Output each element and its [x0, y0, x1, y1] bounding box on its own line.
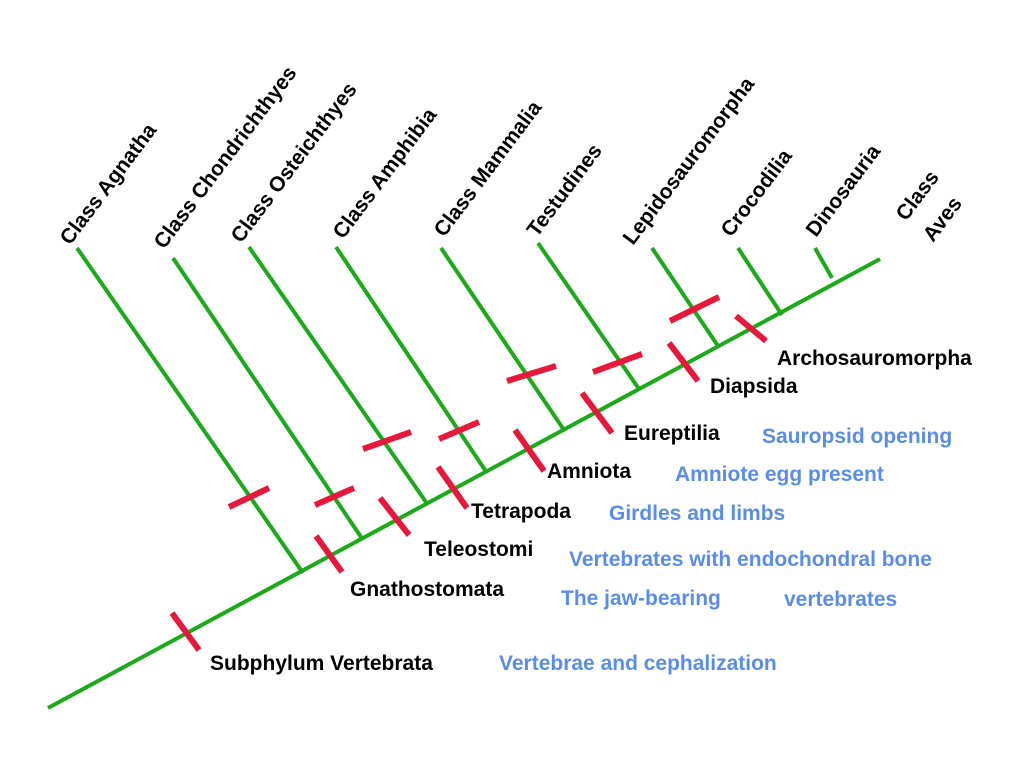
branch-lepidosauromorpha: [650, 246, 720, 348]
trait-label-vertebrata: Vertebrae and cephalization: [499, 652, 777, 675]
tick-osteichthyes-branch: [361, 429, 413, 452]
trait-labels: Vertebrae and cephalization The jaw-bear…: [499, 425, 952, 675]
branch-agnatha: [75, 246, 305, 575]
trait-label-tetrapoda: Girdles and limbs: [609, 502, 785, 525]
trait-label-gnathostomata-part2: vertebrates: [784, 588, 897, 611]
node-label-archosauromorpha: Archosauromorpha: [777, 347, 972, 370]
branch-chondrichthyes: [171, 256, 365, 542]
tick-lepidosauromorpha-branch: [668, 294, 721, 324]
tick-amniota: [512, 428, 547, 473]
branch-amphibia: [334, 245, 489, 475]
trait-label-amniota: Amniote egg present: [675, 463, 884, 486]
branch-dinosauria: [813, 247, 834, 279]
trait-label-gnathostomata-part1: The jaw-bearing: [561, 587, 721, 610]
node-labels: Subphylum Vertebrata Gnathostomata Teleo…: [210, 347, 972, 675]
tick-mammalia-branch: [506, 363, 557, 384]
taxon-label-agnatha: Class Agnatha: [56, 119, 162, 249]
branch-mammalia: [439, 246, 566, 432]
tick-amphibia-branch: [437, 419, 481, 442]
node-label-diapsida: Diapsida: [710, 375, 798, 398]
taxon-labels: Class Agnatha Class Chondrichthyes Class…: [56, 62, 967, 253]
node-label-vertebrata: Subphylum Vertebrata: [210, 652, 433, 675]
taxon-label-chondrichthyes: Class Chondrichthyes: [150, 62, 302, 253]
taxon-label-dinosauria: Dinosauria: [802, 140, 886, 241]
tick-tetrapoda: [435, 465, 470, 510]
taxon-label-crocodilia: Crocodilia: [717, 145, 797, 241]
tick-testudines-branch: [591, 351, 644, 375]
node-label-tetrapoda: Tetrapoda: [471, 500, 571, 523]
tick-vertebrata: [169, 611, 202, 652]
trait-ticks: [169, 294, 768, 652]
node-label-amniota: Amniota: [547, 460, 631, 483]
branch-testudines: [536, 241, 641, 391]
trait-label-teleostomi: Vertebrates with endochondral bone: [569, 548, 932, 571]
tick-diapsida: [666, 341, 701, 383]
tick-eureptilia: [579, 391, 615, 435]
branch-osteichthyes: [247, 245, 430, 507]
branch-crocodilia: [736, 246, 784, 317]
node-label-teleostomi: Teleostomi: [424, 538, 533, 561]
tick-archosauromorpha: [734, 313, 768, 344]
tick-agnatha-branch: [227, 485, 271, 510]
tick-gnathostomata: [313, 534, 345, 574]
taxon-label-testudines: Testudines: [523, 140, 607, 241]
node-label-eureptilia: Eureptilia: [624, 422, 720, 445]
node-label-gnathostomata: Gnathostomata: [350, 578, 504, 601]
tick-chondrichthyes-branch: [313, 485, 356, 508]
taxon-label-amphibia: Class Amphibia: [329, 104, 442, 243]
trait-label-eureptilia: Sauropsid opening: [762, 425, 952, 448]
tick-teleostomi: [377, 496, 412, 537]
